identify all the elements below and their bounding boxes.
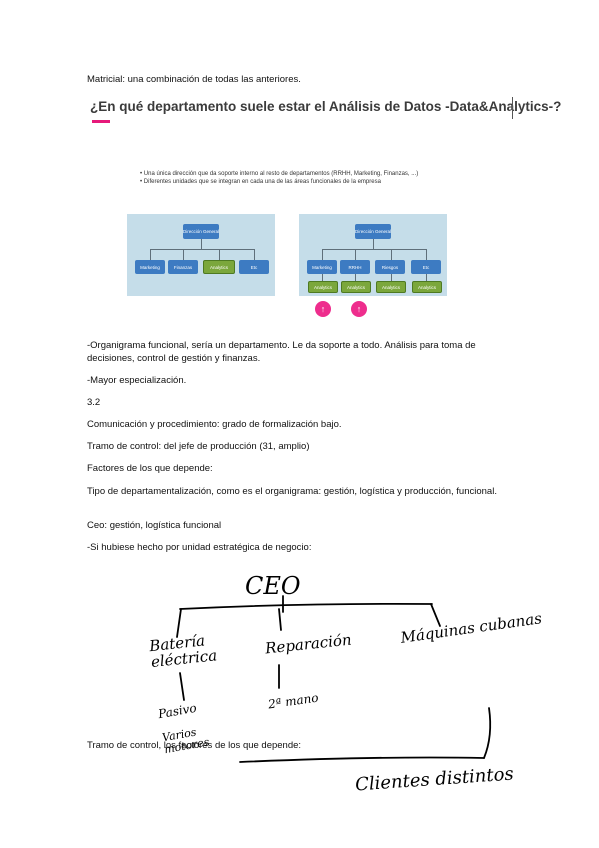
connector: [355, 274, 356, 281]
org-box-top: Dirección General: [183, 224, 219, 239]
org-box-analytics: Analytics: [376, 281, 406, 293]
connector: [183, 249, 184, 260]
connector: [322, 249, 426, 250]
paragraph: -Mayor especialización.: [87, 375, 187, 386]
paragraph: -Organigrama funcional, sería un departa…: [87, 340, 476, 364]
org-box-child: Finanzas: [168, 260, 198, 274]
heading-rule: [512, 97, 513, 119]
org-chart-functional: Dirección General Marketing Finanzas Ana…: [127, 214, 275, 296]
slide-bullets: Una única dirección que da soporte inter…: [140, 170, 418, 186]
slide-bullet: Diferentes unidades que se integran en c…: [140, 178, 418, 186]
org-box-child: Riesgos: [375, 260, 405, 274]
arrow-up-icon: ↑: [351, 301, 367, 317]
connector: [219, 249, 220, 260]
connector: [373, 239, 374, 249]
connector: [150, 249, 254, 250]
paragraph: Tramo de control: del jefe de producción…: [87, 441, 310, 452]
connector: [254, 249, 255, 260]
paragraph: Tramo de control, los factores de los qu…: [87, 740, 302, 751]
connector: [150, 249, 151, 260]
org-chart-integrated: Dirección General Marketing RRHH Riesgos…: [299, 214, 447, 296]
connector: [426, 274, 427, 281]
connector: [391, 274, 392, 281]
org-box-top: Dirección General: [355, 224, 391, 239]
slide-heading: ¿En qué departamento suele estar el Anál…: [90, 99, 562, 114]
org-box-child: Marketing: [307, 260, 337, 274]
paragraph: Comunicación y procedimiento: grado de f…: [87, 419, 342, 430]
org-box-analytics: Analytics: [308, 281, 338, 293]
heading-accent-bar: [92, 120, 110, 123]
connector: [201, 239, 202, 249]
org-box-child: Marketing: [135, 260, 165, 274]
paragraph: Factores de los que depende:: [87, 463, 213, 474]
org-box-child: RRHH: [340, 260, 370, 274]
slide-bullet: Una única dirección que da soporte inter…: [140, 170, 418, 178]
connector: [355, 249, 356, 260]
org-box-analytics: Analytics: [412, 281, 442, 293]
connector: [426, 249, 427, 260]
connector: [322, 274, 323, 281]
connector: [322, 249, 323, 260]
paragraph: 3.2: [87, 397, 101, 408]
intro-line: Matricial: una combinación de todas las …: [87, 74, 301, 85]
paragraph: -Si hubiese hecho por unidad estratégica…: [87, 542, 312, 553]
arrow-up-icon: ↑: [315, 301, 331, 317]
org-box-child: Etc: [239, 260, 269, 274]
paragraph: Ceo: gestión, logística funcional: [87, 520, 222, 531]
handwritten-ceo: CEO: [245, 572, 301, 600]
paragraph: Tipo de departamentalización, como es el…: [87, 486, 497, 497]
connector: [391, 249, 392, 260]
org-box-analytics: Analytics: [341, 281, 371, 293]
org-box-child: Etc: [411, 260, 441, 274]
org-box-analytics: Analytics: [203, 260, 235, 274]
